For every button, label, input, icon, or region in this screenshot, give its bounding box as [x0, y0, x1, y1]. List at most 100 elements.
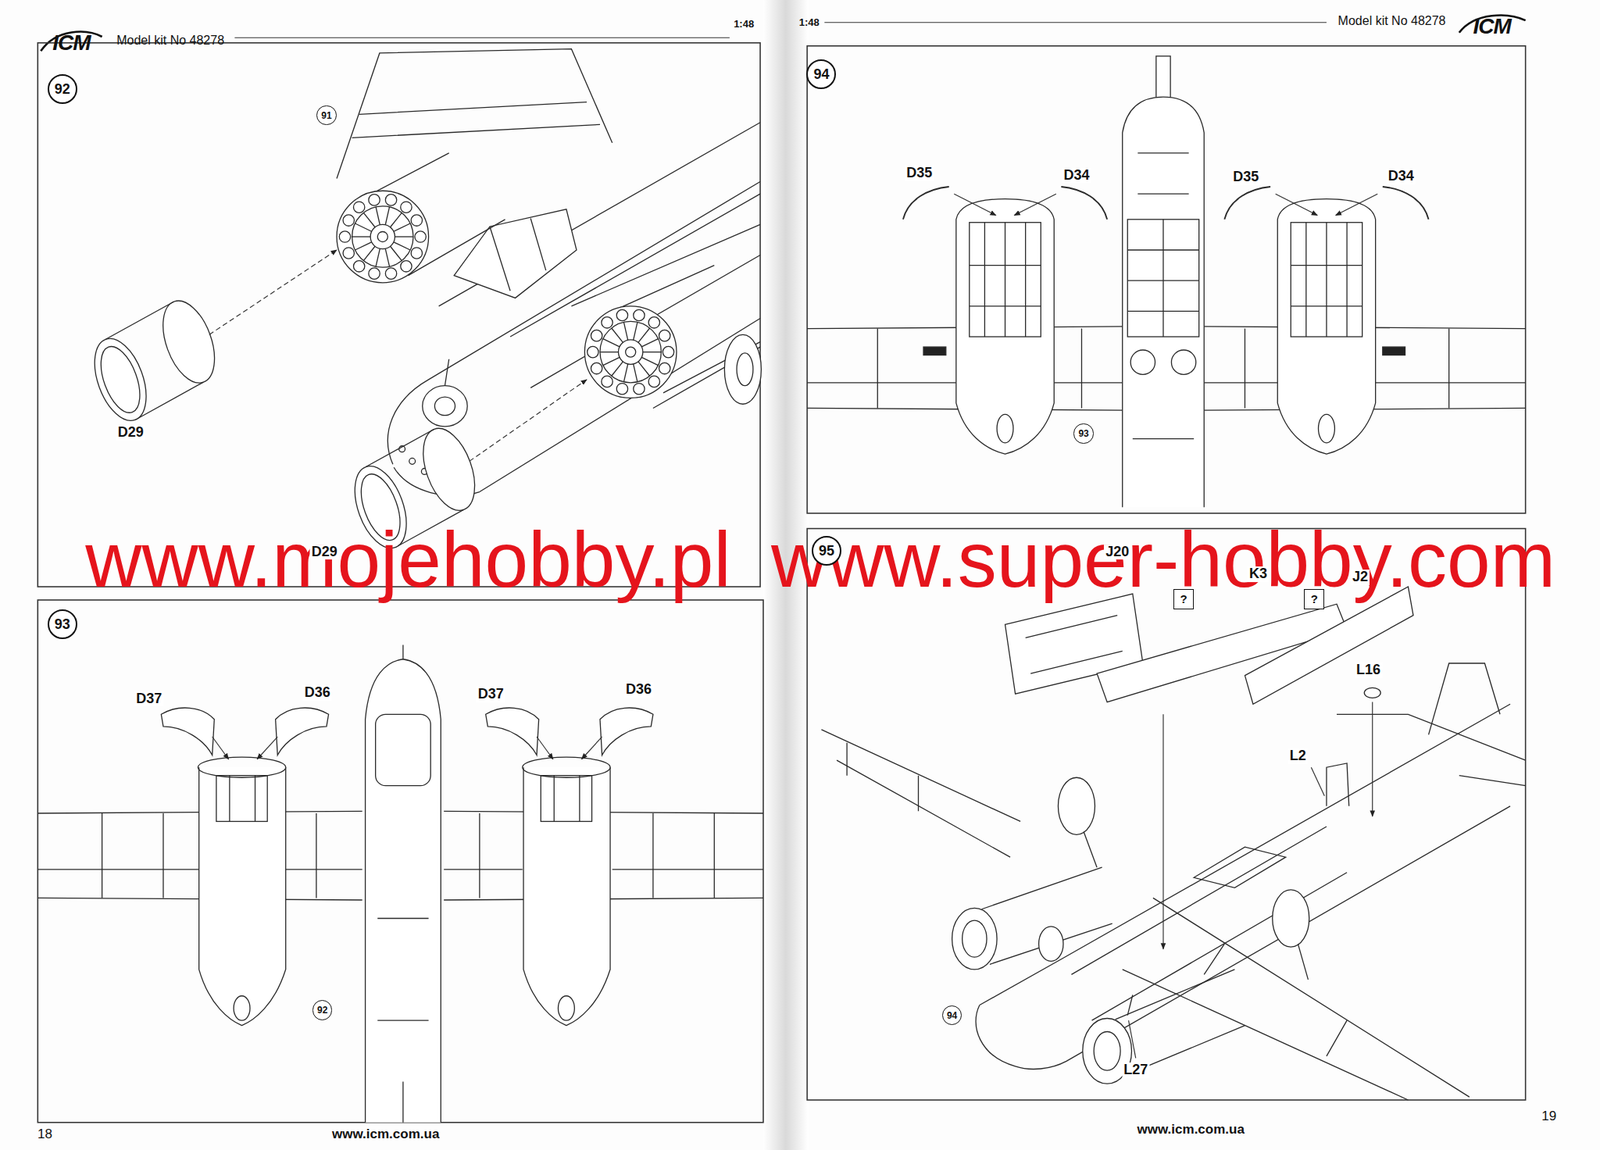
radial-engine	[659, 329, 671, 341]
query-box: ?	[1303, 589, 1325, 610]
cowl-flap-part	[600, 707, 654, 756]
radial-engine	[352, 206, 414, 268]
radial-engine	[623, 321, 628, 340]
web-address: www.icm.com.ua	[1137, 1122, 1245, 1138]
step-label: 91	[321, 110, 332, 121]
cowling-part	[84, 332, 157, 429]
radial-engine	[642, 351, 662, 353]
radial-engine	[623, 364, 628, 383]
radial-engine	[603, 357, 620, 365]
radial-engine	[618, 339, 643, 365]
step-label: 94	[946, 1010, 958, 1021]
aircraft-drawing	[923, 346, 947, 355]
step-label: ?	[1180, 592, 1188, 605]
scale-mark: 1:48	[799, 17, 820, 29]
radial-engine	[390, 246, 403, 261]
aircraft-drawing	[1130, 350, 1155, 375]
part-number: K3	[1247, 566, 1269, 583]
aircraft-drawing	[969, 222, 1041, 337]
radial-engine	[385, 267, 397, 279]
leader-arrow	[1128, 1020, 1136, 1058]
radial-engine	[363, 246, 375, 261]
radial-engine	[590, 362, 602, 374]
radial-engine	[390, 212, 403, 227]
aircraft-drawing	[1132, 153, 1194, 440]
aircraft-drawing	[1318, 414, 1336, 443]
aircraft-drawing	[996, 414, 1014, 443]
aircraft-drawing	[956, 199, 1054, 455]
aircraft-drawing	[377, 918, 429, 1123]
leader-arrow	[1371, 702, 1373, 817]
header-rule	[824, 21, 1327, 23]
step-label: 95	[818, 543, 835, 558]
leader-arrow	[212, 736, 603, 760]
radial-engine	[370, 224, 395, 249]
leader-arrow	[1335, 193, 1379, 215]
radial-engine	[393, 223, 411, 232]
part-number: D29	[310, 544, 340, 561]
leader-arrow	[212, 736, 229, 760]
engine-cover-part	[1382, 186, 1429, 220]
radial-engine	[625, 346, 636, 358]
cowl-flap-part	[275, 707, 329, 756]
radial-engine	[336, 190, 429, 283]
radial-engine	[633, 309, 645, 321]
radial-engine	[368, 267, 380, 279]
aircraft-drawing	[387, 181, 761, 465]
aircraft-drawing	[952, 907, 997, 969]
step-label: ?	[1310, 592, 1318, 605]
radial-engine	[641, 357, 658, 365]
exploded-panel-part	[1244, 586, 1414, 704]
aircraft-drawing	[1290, 222, 1362, 337]
radial-engine	[638, 361, 650, 376]
watermark: www.mojehobby.pl	[85, 520, 731, 599]
cowl-flap-part	[160, 707, 215, 756]
radial-engine	[385, 194, 397, 206]
leader-arrow	[1275, 193, 1318, 215]
aircraft-drawing	[375, 714, 432, 786]
radial-engine	[590, 329, 602, 341]
radial-engine	[393, 242, 411, 250]
radial-engine	[600, 351, 619, 353]
radial-engine	[400, 260, 412, 272]
brand-logo: ICM	[1472, 14, 1511, 40]
engine-cover-part	[903, 186, 1429, 220]
part-number: D37	[134, 691, 164, 708]
reference-step: 93	[1073, 423, 1093, 443]
aircraft-drawing	[197, 757, 286, 778]
aircraft-drawing	[1171, 350, 1196, 375]
engine-cover-part	[1060, 186, 1108, 220]
cowling-part	[84, 293, 485, 555]
exploded-panel-part	[1127, 994, 1133, 1015]
aircraft-drawing	[1127, 219, 1199, 337]
step-number: 92	[47, 74, 78, 104]
aircraft-drawing	[365, 659, 442, 1123]
aircraft-drawing	[1093, 1031, 1121, 1071]
kit-number: Model kit No 48278	[116, 33, 225, 48]
aircraft-drawing	[422, 385, 468, 427]
cowling-part	[92, 341, 148, 418]
aircraft-drawing	[336, 49, 761, 497]
kit-number: Model kit No 48278	[1338, 14, 1447, 29]
leader-arrow	[209, 250, 337, 335]
radial-engine	[611, 361, 624, 376]
aircraft-drawing	[1193, 846, 1286, 888]
leader-arrow	[1128, 702, 1373, 1059]
radial-engine	[603, 339, 620, 347]
aircraft-drawing	[233, 996, 250, 1021]
radial-engine	[633, 383, 645, 395]
aircraft-drawing	[736, 353, 754, 386]
radial-engine	[638, 328, 650, 343]
header-rule	[234, 37, 729, 39]
radial-engine	[354, 242, 372, 250]
radial-engine	[375, 248, 380, 267]
aircraft-drawing	[523, 767, 611, 1025]
radial-engine	[410, 214, 422, 226]
step-label: 92	[54, 82, 71, 97]
step-panel	[37, 600, 764, 1123]
part-number: D29	[116, 425, 146, 441]
aircraft-drawing	[540, 775, 592, 822]
aircraft-drawing	[846, 742, 1347, 1057]
